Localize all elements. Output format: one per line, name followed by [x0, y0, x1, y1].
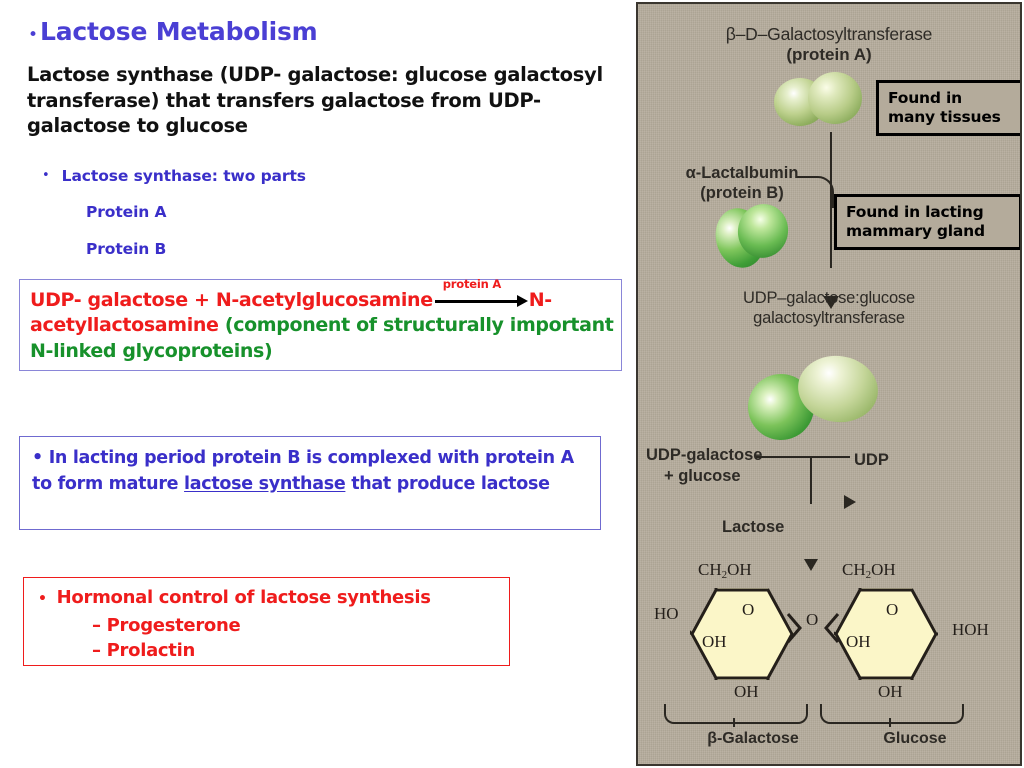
glucose-ch2oh-label: CH2OH	[842, 560, 896, 581]
complex-text-after: that produce lactose	[345, 473, 550, 494]
galactose-ch2oh-label: CH2OH	[698, 560, 752, 581]
complex-underlined-term: lactose synthase	[184, 473, 346, 494]
glucose-brace-tick-icon	[889, 718, 892, 727]
reaction-arrow-line-icon	[756, 456, 850, 459]
galactose-brace-icon	[664, 704, 808, 724]
bullet-icon: •	[42, 168, 50, 183]
title-text: Lactose Metabolism	[40, 17, 318, 46]
callout-found-in-lacting-mammary-gland: Found in lacting mammary gland	[834, 194, 1020, 250]
galactose-ho-label: HO	[654, 604, 679, 623]
glucose-hoh-label: HOH	[952, 620, 989, 639]
figure-label-enzyme-line2: galactosyltransferase	[753, 309, 905, 327]
reaction-arrow-down-line-icon	[810, 456, 813, 504]
reaction-arrow-label: protein A	[442, 277, 502, 291]
hormonal-bullet-icon: •	[38, 591, 47, 607]
galactose-oh-label: OH	[702, 632, 727, 651]
subpoint-heading: • Lactose synthase: two parts	[42, 167, 306, 186]
protein-b-connector-icon	[796, 176, 834, 208]
page-title: • Lactose Metabolism	[28, 18, 318, 46]
reaction-arrow-head-lactose-icon	[804, 559, 818, 571]
glucose-oh-lower-label: OH	[878, 682, 903, 701]
figure-label-enzyme-line1: UDP–galactose:glucose	[743, 289, 915, 307]
complex-text: • In lacting period protein B is complex…	[32, 446, 592, 497]
complex-box: • In lacting period protein B is complex…	[19, 436, 601, 530]
reaction-text: UDP- galactose + N-acetylglucosamine pro…	[30, 277, 615, 364]
reaction-product-green: (component of structurally important N-l…	[30, 314, 614, 362]
glucose-oh-label: OH	[846, 632, 871, 651]
reaction-arrow: protein A	[434, 277, 528, 307]
arrow-head-icon	[516, 295, 528, 307]
figure-label-protein-a-name: β–D–Galactosyltransferase	[725, 24, 933, 44]
arrow-line-icon	[434, 300, 519, 303]
left-content-column: • Lactose Metabolism Lactose synthase (U…	[19, 17, 622, 666]
figure-label-protein-b-tag: (protein B)	[700, 184, 784, 202]
figure-label-galactose: β-Galactose	[707, 730, 799, 747]
reaction-arrow-head-udp-icon	[844, 495, 856, 509]
galactose-oh-lower-label: OH	[734, 682, 759, 701]
callout-found-in-many-tissues: Found in many tissues	[876, 80, 1020, 136]
enzyme-complex-blob-icon	[739, 350, 883, 449]
subpoint-protein-b: Protein B	[86, 240, 167, 258]
reaction-product-red-1: N-	[528, 289, 552, 311]
glycosidic-oxygen-label: O	[806, 610, 819, 629]
galactose-ring-bonds-icon	[690, 588, 794, 680]
figure-label-lactose: Lactose	[722, 518, 785, 536]
reaction-reactants: UDP- galactose + N-acetylglucosamine	[30, 289, 433, 311]
protein-b-blob-icon	[709, 199, 794, 273]
reaction-product-red-2: acetyllactosamine	[30, 314, 219, 337]
glycosidic-linkage-icon	[786, 613, 840, 643]
glucose-brace-icon	[820, 704, 964, 724]
complex-bullet-icon: •	[32, 448, 43, 468]
figure-panel: β–D–Galactosyltransferase (protein A) α-…	[636, 2, 1022, 766]
figure-label-protein-a-tag: (protein A)	[786, 45, 872, 64]
figure-label-substrate-line1: UDP-galactose	[646, 446, 763, 464]
galactose-ring-oxygen-label: O	[742, 600, 755, 619]
subpoint-heading-label: Lactose synthase: two parts	[61, 167, 306, 185]
hormonal-box: • Hormonal control of lactose synthesis –…	[23, 577, 510, 666]
glucose-ring-oxygen-label: O	[886, 600, 899, 619]
complex-text-before: In lacting period protein B is complexed…	[32, 448, 574, 494]
subpoint-protein-a: Protein A	[86, 203, 167, 221]
lead-paragraph: Lactose synthase (UDP- galactose: glucos…	[27, 63, 603, 138]
figure-label-protein-b-name: α-Lactalbumin	[685, 164, 799, 182]
reaction-box: UDP- galactose + N-acetylglucosamine pro…	[19, 277, 622, 371]
glucose-ring-bonds-icon	[834, 588, 938, 680]
hormonal-item-progesterone: – Progesterone	[92, 615, 241, 636]
title-bullet-icon: •	[28, 25, 39, 45]
main-arrow-head-icon	[823, 296, 839, 309]
galactose-brace-tick-icon	[733, 718, 736, 727]
hormonal-item-prolactin: – Prolactin	[92, 640, 195, 661]
figure-label-udp: UDP	[854, 451, 889, 469]
protein-a-blob-icon	[774, 72, 862, 128]
figure-label-glucose: Glucose	[883, 730, 947, 747]
hormonal-heading: • Hormonal control of lactose synthesis	[38, 587, 431, 608]
hormonal-heading-label: Hormonal control of lactose synthesis	[56, 587, 431, 608]
figure-label-substrate-line2: + glucose	[664, 467, 741, 485]
